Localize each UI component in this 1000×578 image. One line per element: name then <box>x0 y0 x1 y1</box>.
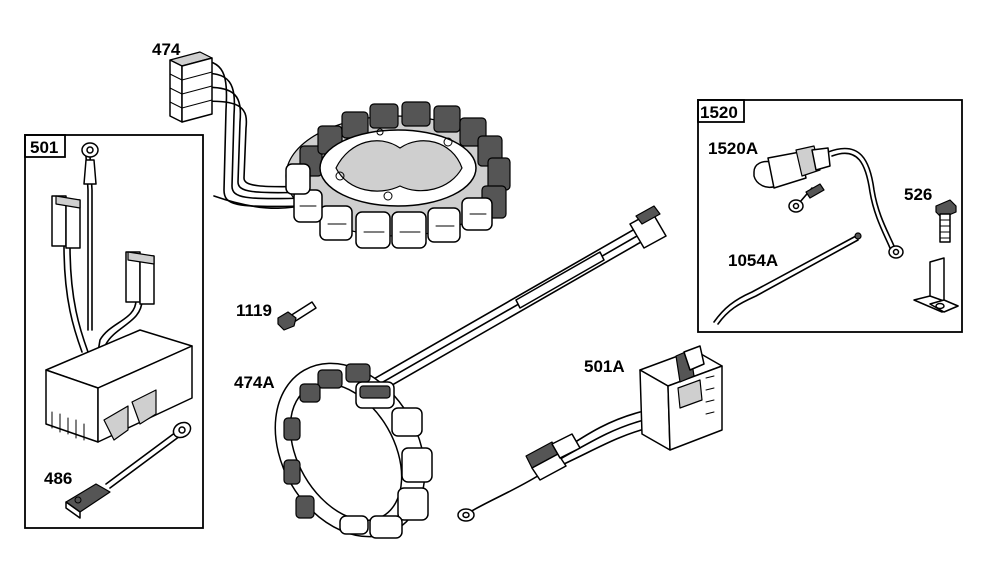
stator-ring <box>285 101 511 249</box>
kit-box-501 <box>24 134 204 529</box>
regulator-501[interactable] <box>45 142 193 443</box>
alternator-harness <box>371 205 667 393</box>
label-474: 474 <box>152 40 181 59</box>
oil-sensor-1520A[interactable] <box>753 145 904 259</box>
regulator-501A[interactable] <box>457 345 723 522</box>
stator-474[interactable] <box>169 51 511 249</box>
label-486: 486 <box>44 469 72 488</box>
bolt-526[interactable] <box>935 199 957 243</box>
stator-connector-block <box>169 51 213 123</box>
label-1054A: 1054A <box>728 251 778 270</box>
label-1520A: 1520A <box>708 139 758 158</box>
kit-box-1520 <box>697 99 963 333</box>
ground-wire-486[interactable] <box>65 419 193 519</box>
label-526: 526 <box>904 185 932 204</box>
label-1520: 1520 <box>700 103 738 122</box>
label-1119: 1119 <box>236 301 272 320</box>
alternator-coils <box>283 363 433 539</box>
dipstick-1054A[interactable] <box>713 232 862 325</box>
label-501: 501 <box>30 138 58 157</box>
bolt-1119[interactable] <box>277 301 317 331</box>
alternator-474A[interactable] <box>245 205 667 564</box>
label-501A: 501A <box>584 357 625 376</box>
label-474A: 474A <box>234 373 275 392</box>
mounting-bracket[interactable] <box>913 257 959 313</box>
